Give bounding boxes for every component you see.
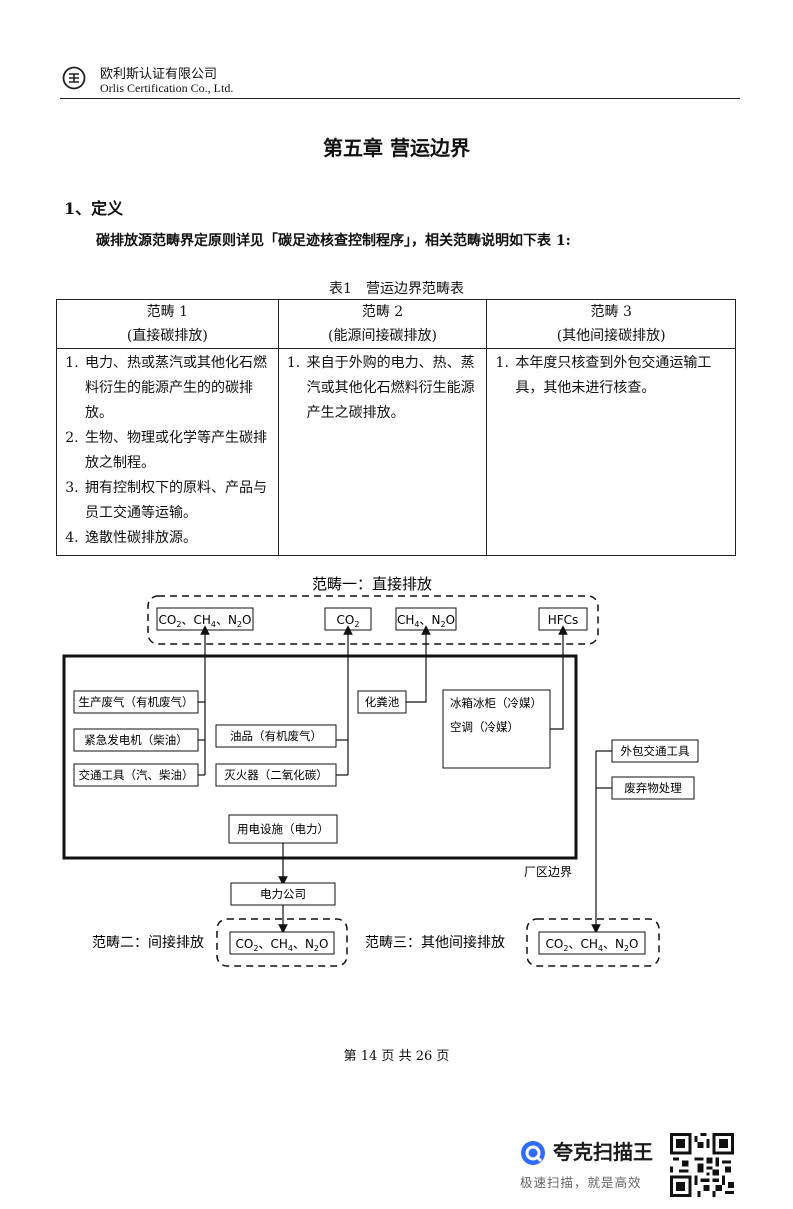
svg-text:紧急发电机（柴油）: 紧急发电机（柴油） (84, 733, 188, 747)
svg-text:化粪池: 化粪池 (365, 695, 400, 709)
scope-3-cell: 本年度只核查到外包交通运输工具，其他未进行核查。 (486, 348, 736, 556)
scope-3-item: 本年度只核查到外包交通运输工具，其他未进行核查。 (513, 351, 729, 401)
operational-boundary-diagram: 范畴一：直接排放 CO2、CH4、N2O CO2 CH4、N2O HFCs 生产… (62, 575, 699, 967)
section-title: 1、定义 (64, 199, 124, 218)
chapter-title: 第五章 营运边界 (323, 136, 470, 160)
scope-1-item: 电力、热或蒸汽或其他化石燃料衍生的能源产生的的碳排放。 (83, 351, 272, 426)
svg-text:CO2、CH4、N2O: CO2、CH4、N2O (236, 937, 329, 953)
header-divider (60, 98, 740, 99)
connector-lines (198, 625, 612, 934)
header-scope-1-line2: (直接碳排放) (126, 328, 208, 344)
power-company-box: 电力公司 (230, 882, 336, 906)
svg-text:HFCs: HFCs (548, 613, 579, 627)
quark-scanner-logo-icon (521, 1141, 545, 1165)
scope-2-title: 范畴二：间接排放 (92, 934, 204, 951)
svg-text:CH4、N2O: CH4、N2O (397, 613, 455, 629)
svg-text:废弃物处理: 废弃物处理 (624, 781, 682, 795)
header-scope-2: 范畴 2 (能源间接碳排放) (277, 299, 488, 349)
plant-boundary-label: 厂区边界 (524, 865, 572, 879)
company-name-en: Orlis Certification Co., Ltd. (100, 81, 234, 95)
scope-1-item: 生物、物理或化学等产生碳排放之制程。 (83, 426, 272, 476)
header-scope-3-line1: 范畴 3 (590, 304, 632, 320)
intro-paragraph: 碳排放源范畴界定原则详见「碳足迹核查控制程序」，相关范畴说明如下表 1: (96, 233, 571, 249)
svg-text:CO2、CH4、N2O: CO2、CH4、N2O (159, 613, 252, 629)
source-vehicles: 交通工具（汽、柴油） (73, 763, 199, 787)
scope-1-title: 范畴一：直接排放 (312, 575, 432, 593)
source-production-exhaust: 生产废气（有机废气） (73, 690, 199, 714)
svg-text:外包交通工具: 外包交通工具 (621, 744, 690, 758)
scope-2-cell: 来自于外购的电力、热、蒸汽或其他化石燃料衍生能源产生之碳排放。 (277, 348, 488, 556)
svg-text:空调（冷媒）: 空调（冷媒） (450, 720, 519, 734)
scope-1-ghg-box: CO2、CH4、N2O (156, 607, 254, 631)
scope-2-dashed-group (216, 918, 348, 967)
table-caption: 表1 营运边界范畴表 (329, 281, 464, 297)
watermark-brand: 夸克扫描王 (553, 1140, 653, 1164)
co2-box: CO2 (324, 607, 372, 631)
ch4-n2o-box: CH4、N2O (395, 607, 457, 631)
hfcs-box: HFCs (538, 607, 588, 631)
svg-text:电力公司: 电力公司 (260, 887, 306, 901)
scope-2-ghg-box: CO2、CH4、N2O (229, 931, 335, 955)
qr-code-icon (670, 1133, 734, 1197)
svg-text:CO2: CO2 (337, 613, 360, 629)
source-emergency-generator: 紧急发电机（柴油） (73, 728, 199, 752)
scope-table: 范畴 1 (直接碳排放) 范畴 2 (能源间接碳排放) 范畴 3 (其他间接碳排… (56, 299, 736, 556)
source-fire-extinguisher: 灭火器（二氧化碳） (215, 763, 337, 787)
company-logo-icon (62, 66, 86, 90)
svg-text:油品（有机废气）: 油品（有机废气） (230, 729, 322, 743)
power-facility-box: 用电设施（电力） (228, 814, 338, 844)
scope-1-dashed-group (147, 595, 599, 645)
company-name-cn: 欧利斯认证有限公司 (100, 67, 218, 82)
scope-2-item: 来自于外购的电力、热、蒸汽或其他化石燃料衍生能源产生之碳排放。 (305, 351, 481, 426)
outsourced-transport-box: 外包交通工具 (611, 739, 699, 763)
plant-boundary-box (62, 654, 578, 860)
svg-text:用电设施（电力）: 用电设施（电力） (237, 822, 329, 836)
header-scope-3: 范畴 3 (其他间接碳排放) (486, 299, 736, 349)
waste-treatment-box: 废弃物处理 (611, 776, 695, 800)
page-number: 第 14 页 共 26 页 (343, 1049, 450, 1064)
source-refrigerant: 冰箱冰柜（冷媒） 空调（冷媒） (442, 689, 551, 769)
watermark-slogan: 极速扫描，就是高效 (520, 1175, 642, 1190)
header-scope-2-line2: (能源间接碳排放) (328, 328, 437, 344)
source-oil-products: 油品（有机废气） (215, 724, 337, 748)
table-row: 电力、热或蒸汽或其他化石燃料衍生的能源产生的的碳排放。 生物、物理或化学等产生碳… (56, 348, 736, 556)
header-scope-2-line1: 范畴 2 (361, 304, 404, 320)
scope-1-cell: 电力、热或蒸汽或其他化石燃料衍生的能源产生的的碳排放。 生物、物理或化学等产生碳… (56, 348, 279, 556)
header-scope-1-line1: 范畴 1 (146, 304, 189, 320)
scope-1-item: 拥有控制权下的原料、产品与员工交通等运输。 (83, 476, 272, 526)
svg-text:CO2、CH4、N2O: CO2、CH4、N2O (546, 937, 639, 953)
svg-text:交通工具（汽、柴油）: 交通工具（汽、柴油） (79, 768, 194, 782)
scope-3-ghg-box: CO2、CH4、N2O (538, 931, 646, 955)
source-septic-tank: 化粪池 (357, 690, 407, 714)
header-scope-1: 范畴 1 (直接碳排放) (56, 299, 279, 349)
svg-text:灭火器（二氧化碳）: 灭火器（二氧化碳） (224, 768, 328, 782)
scope-3-title: 范畴三：其他间接排放 (365, 934, 505, 951)
svg-text:冰箱冰柜（冷媒）: 冰箱冰柜（冷媒） (450, 696, 542, 710)
scope-1-item: 逸散性碳排放源。 (83, 526, 272, 551)
header-scope-3-line2: (其他间接碳排放) (556, 328, 666, 344)
svg-text:生产废气（有机废气）: 生产废气（有机废气） (79, 695, 194, 709)
table-header-row: 范畴 1 (直接碳排放) 范畴 2 (能源间接碳排放) 范畴 3 (其他间接碳排… (56, 299, 736, 349)
